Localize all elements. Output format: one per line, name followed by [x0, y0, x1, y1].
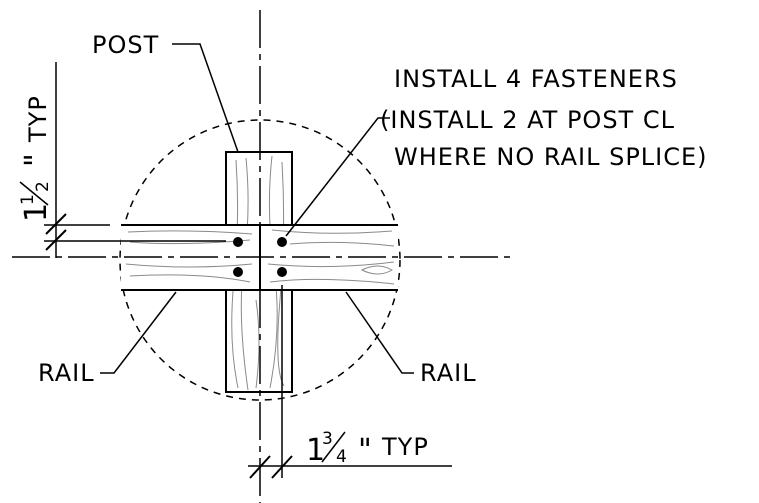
- horizontal-dimension: 1 3 4 " TYP: [248, 285, 452, 479]
- rail-left-leader: [100, 291, 177, 374]
- note-leader: [285, 117, 390, 237]
- horizontal-dim-inch-mark: ": [358, 433, 372, 468]
- note-line-2: (INSTALL 2 AT POST CL: [380, 106, 675, 134]
- horizontal-dim-whole: 1: [306, 433, 325, 468]
- vertical-dim-denominator: 2: [33, 181, 53, 192]
- vertical-dim-numerator: 1: [18, 194, 38, 205]
- fastener-dot: [233, 237, 243, 247]
- horizontal-dim-numerator: 3: [322, 429, 333, 449]
- fastener-dot: [233, 267, 243, 277]
- horizontal-dim-denominator: 4: [336, 447, 347, 467]
- vertical-dim-whole: 1: [19, 203, 54, 222]
- horizontal-dim-suffix: TYP: [381, 433, 429, 461]
- fastener-dot: [277, 267, 287, 277]
- vertical-dim-inch-mark: ": [19, 153, 54, 167]
- rail-right-leader: [345, 291, 414, 374]
- post-label: POST: [92, 31, 159, 59]
- fastener-dot: [277, 237, 287, 247]
- rail-right-label: RAIL: [420, 359, 477, 387]
- vertical-dim-suffix: TYP: [24, 95, 52, 143]
- fasteners: [233, 237, 287, 277]
- rail-left-label: RAIL: [38, 359, 95, 387]
- detail-circle: [119, 119, 401, 401]
- note-line-1: INSTALL 4 FASTENERS: [394, 65, 678, 93]
- vertical-dimension: 1 1 2 " TYP: [18, 62, 226, 258]
- note-line-3: WHERE NO RAIL SPLICE): [394, 143, 708, 171]
- post-leader: [172, 43, 239, 153]
